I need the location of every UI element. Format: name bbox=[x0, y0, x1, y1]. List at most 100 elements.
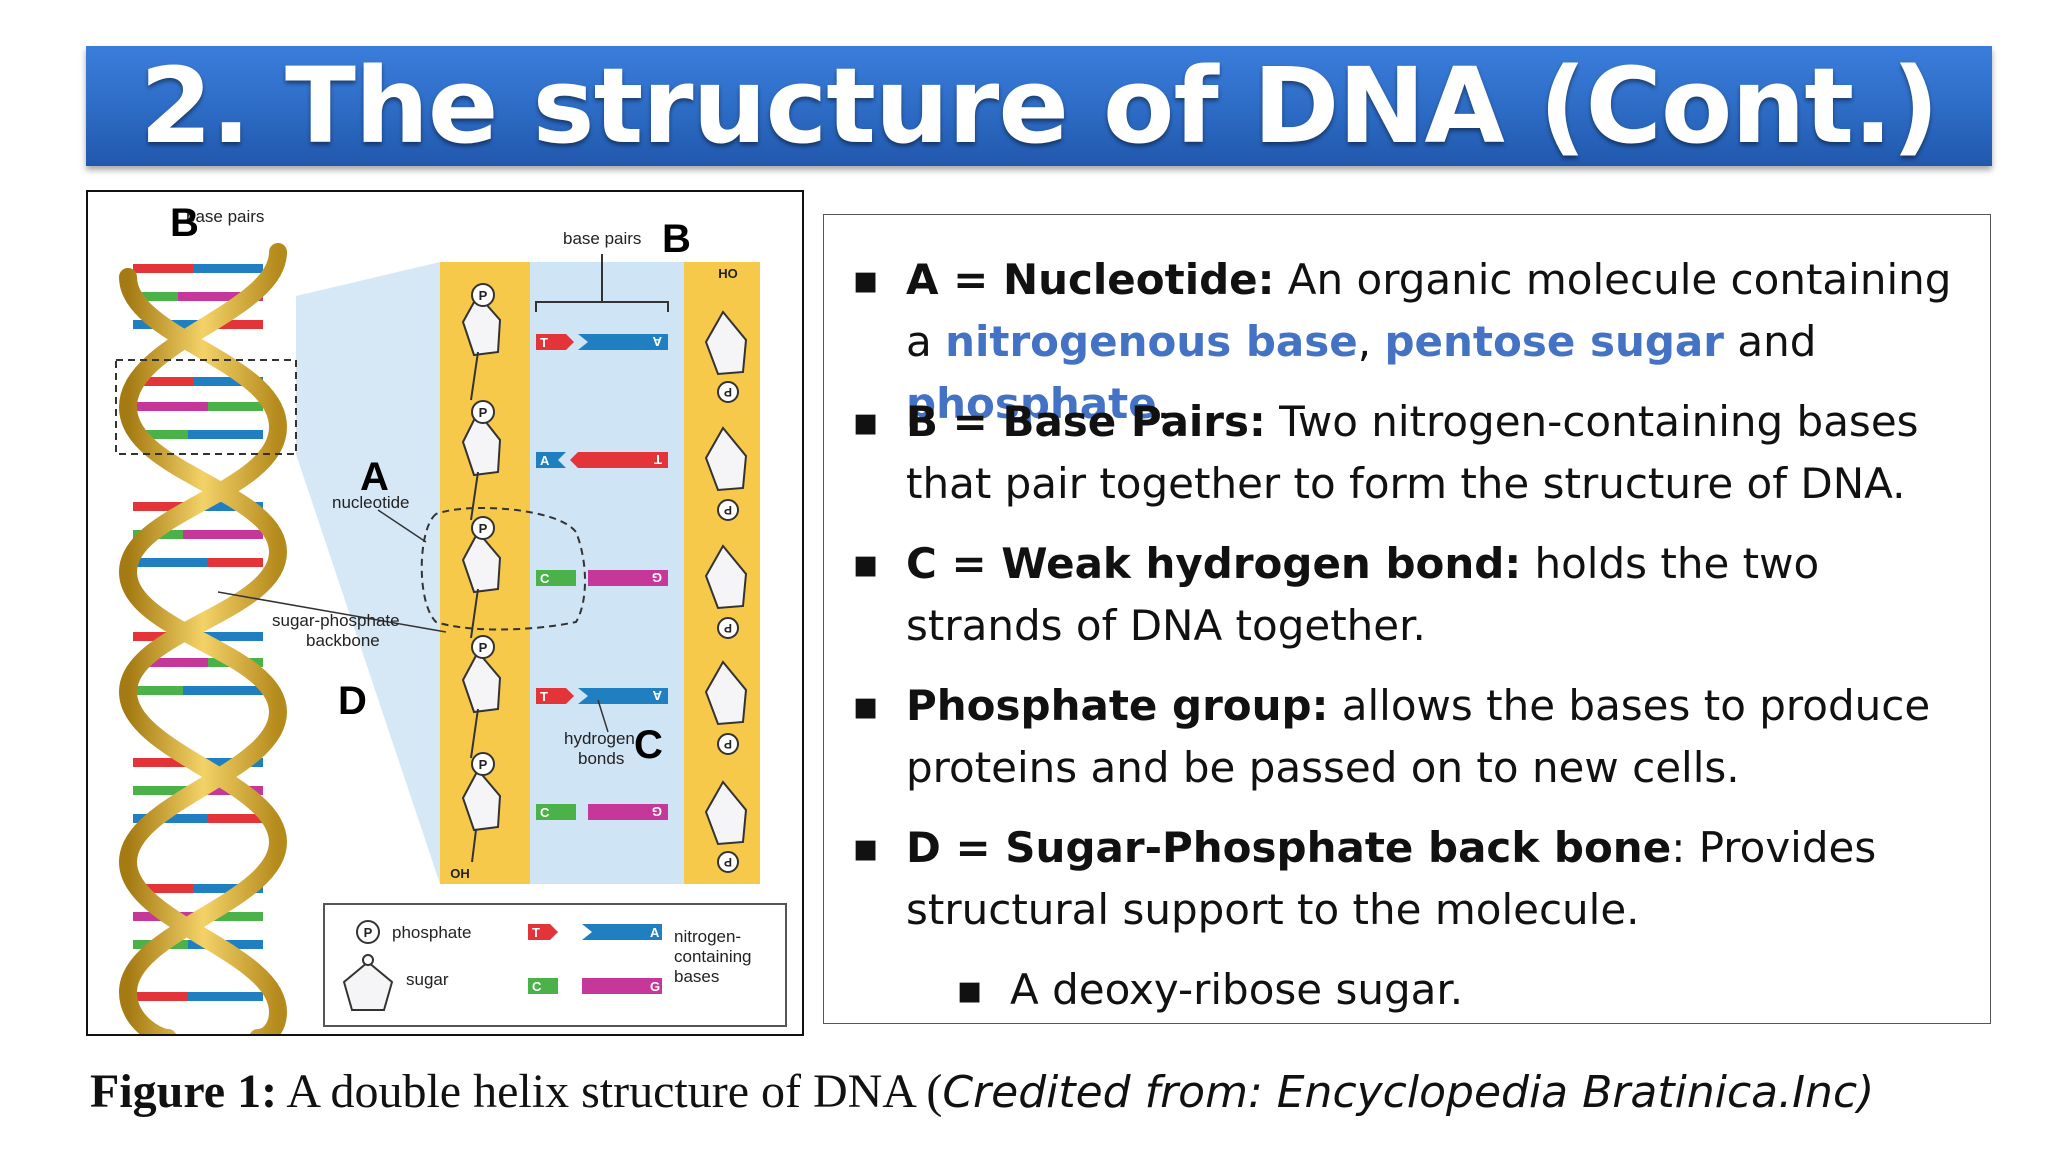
phosphate-letters-right: P P P P P bbox=[724, 385, 732, 869]
legend-base-letters: T A C G bbox=[532, 925, 660, 994]
base-letter: C bbox=[540, 805, 550, 820]
bullet-label: A = Nucleotide: bbox=[906, 255, 1275, 304]
phosphate-letter: P bbox=[479, 757, 488, 772]
phosphate-letter: P bbox=[479, 640, 488, 655]
zoom-selection-box bbox=[115, 359, 297, 455]
bullet-backbone: D = Sugar-Phosphate back bone: Provides … bbox=[852, 817, 1976, 941]
caption-credit: Credited from: Encyclopedia Bratinica.In… bbox=[942, 1067, 1875, 1118]
legend-sugar: sugar bbox=[406, 970, 449, 989]
bullet-text: Two nitrogen-containing bases that pair … bbox=[906, 397, 1919, 508]
phosphate-circles-left bbox=[471, 283, 495, 776]
base-letter: A bbox=[652, 688, 662, 703]
helix-strand-1 bbox=[118, 243, 288, 1034]
phosphate-letter: P bbox=[724, 621, 732, 635]
bullet-text: A deoxy-ribose sugar. bbox=[1010, 965, 1464, 1014]
legend-box bbox=[323, 903, 787, 1027]
dna-diagram: P P P P P P P P P P bbox=[115, 201, 787, 1034]
legend-phosphate-letter: P bbox=[364, 925, 373, 940]
highlight-nitrogenous-base: nitrogenous base bbox=[945, 317, 1358, 366]
label-ho: HO bbox=[718, 266, 738, 281]
legend-bases-1: nitrogen- bbox=[674, 927, 741, 946]
bullet-text: allows the bases to produce proteins and… bbox=[906, 681, 1931, 792]
bullet-text: holds the two strands of DNA together. bbox=[906, 539, 1820, 650]
definitions-panel: A = Nucleotide: An organic molecule cont… bbox=[823, 214, 1991, 1024]
base-letter: T bbox=[654, 452, 662, 467]
bullet-text: , bbox=[1357, 317, 1385, 366]
callout-a: A bbox=[360, 455, 389, 499]
label-hydrogen-2: bonds bbox=[578, 749, 624, 768]
label-base-pairs-right: base pairs bbox=[563, 229, 641, 248]
callout-c: C bbox=[634, 723, 663, 767]
label-hydrogen-1: hydrogen bbox=[564, 729, 635, 748]
base-letter: T bbox=[540, 335, 548, 350]
label-base-pairs-top: base pairs bbox=[186, 207, 264, 226]
sub-bullet-deoxyribose: A deoxy-ribose sugar. bbox=[956, 959, 1970, 1021]
legend-base-letter: C bbox=[532, 979, 542, 994]
legend-sugar-icon bbox=[342, 960, 394, 1011]
base-letter: A bbox=[540, 453, 550, 468]
zoom-base-letters: T A A T C G T A C G bbox=[540, 334, 662, 820]
phosphate-letter: P bbox=[724, 503, 732, 517]
label-oh: OH bbox=[450, 866, 470, 881]
phosphate-circles-right bbox=[717, 381, 739, 873]
bullet-label: C = Weak hydrogen bond: bbox=[906, 539, 1522, 588]
callout-b1: B bbox=[170, 201, 199, 245]
bullet-phosphate-group: Phosphate group: allows the bases to pro… bbox=[852, 675, 1976, 799]
callout-d: D bbox=[338, 679, 367, 723]
legend-base-letter: A bbox=[650, 925, 660, 940]
label-backbone-2: backbone bbox=[306, 631, 380, 650]
label-backbone-1: sugar-phosphate bbox=[272, 611, 400, 630]
bullet-hydrogen-bond: C = Weak hydrogen bond: holds the two st… bbox=[852, 533, 1976, 657]
bullet-label: B = Base Pairs: bbox=[906, 397, 1266, 446]
base-letter: T bbox=[540, 689, 548, 704]
phosphate-letter: P bbox=[724, 385, 732, 399]
legend-sugar-oxygen bbox=[362, 954, 374, 966]
legend-phosphate: phosphate bbox=[392, 923, 471, 942]
bullet-text: and bbox=[1723, 317, 1817, 366]
base-letter: G bbox=[652, 570, 662, 585]
phosphate-letter: P bbox=[724, 855, 732, 869]
base-letter: A bbox=[652, 334, 662, 349]
phosphate-letter: P bbox=[479, 521, 488, 536]
bullet-nucleotide: A = Nucleotide: An organic molecule cont… bbox=[852, 249, 1976, 435]
dna-figure: P P P P P P P P P P bbox=[86, 190, 804, 1036]
legend-base-shapes bbox=[528, 924, 662, 994]
zoom-connector bbox=[296, 262, 440, 884]
left-backbone bbox=[461, 293, 502, 863]
zoom-base-pairs bbox=[536, 334, 668, 820]
bullet-label: Phosphate group: bbox=[906, 681, 1329, 730]
callout-letters: B B A D C bbox=[170, 201, 691, 767]
base-letter: C bbox=[540, 571, 550, 586]
base-letter: G bbox=[652, 804, 662, 819]
caption-text: A double helix structure of DNA ( bbox=[277, 1065, 943, 1118]
legend-base-letter: T bbox=[532, 925, 540, 940]
bullet-text: : Provides structural support to the mol… bbox=[906, 823, 1877, 934]
bullet-base-pairs: B = Base Pairs: Two nitrogen-containing … bbox=[852, 391, 1976, 515]
figure-caption: Figure 1: A double helix structure of DN… bbox=[90, 1064, 1990, 1119]
legend-labels: phosphate sugar nitrogen- containing bas… bbox=[392, 923, 752, 989]
backbone-pointer bbox=[217, 591, 447, 633]
bullet-label: D = Sugar-Phosphate back bone bbox=[906, 823, 1672, 872]
hydrogen-pointer bbox=[597, 699, 609, 733]
diagram-labels: base pairs base pairs nucleotide sugar-p… bbox=[186, 207, 641, 768]
highlight-pentose-sugar: pentose sugar bbox=[1384, 317, 1724, 366]
phosphate-letter: P bbox=[479, 405, 488, 420]
nucleotide-pointer bbox=[377, 509, 427, 543]
helix-strand-2 bbox=[118, 268, 288, 1034]
nucleotide-outline bbox=[420, 507, 586, 631]
label-nucleotide: nucleotide bbox=[332, 493, 410, 512]
slide-title: 2. The structure of DNA (Cont.) bbox=[139, 45, 1939, 167]
legend-base-letter: G bbox=[650, 979, 660, 994]
base-pair-bracket bbox=[535, 254, 669, 312]
caption-label: Figure 1: bbox=[90, 1065, 278, 1118]
right-backbone bbox=[704, 310, 748, 846]
phosphate-letters-left: P P P P P bbox=[479, 288, 488, 772]
legend-bases-3: bases bbox=[674, 967, 719, 986]
legend-phosphate-icon bbox=[356, 920, 380, 944]
bullet-text: An organic molecule containing a bbox=[906, 255, 1952, 366]
callout-b2: B bbox=[662, 217, 691, 261]
legend-bases-2: containing bbox=[674, 947, 752, 966]
phosphate-letter: P bbox=[724, 737, 732, 751]
title-bar: 2. The structure of DNA (Cont.) bbox=[86, 45, 1992, 167]
phosphate-letter: P bbox=[479, 288, 488, 303]
